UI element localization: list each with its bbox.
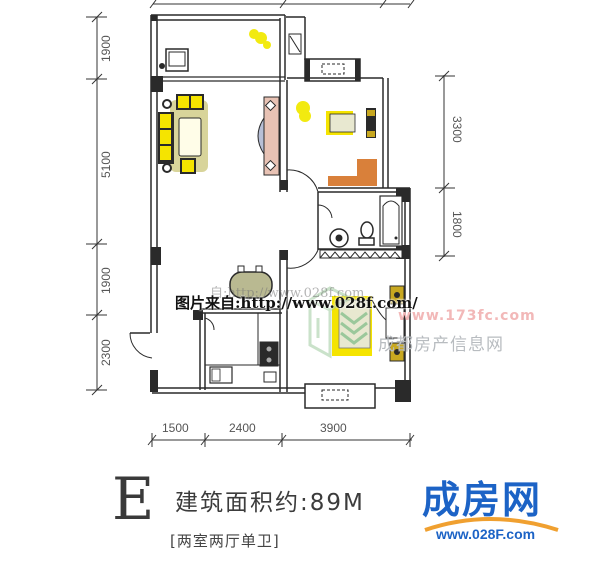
watermark-source-text: 图片来自:http://www.028f.com/ [175, 294, 418, 312]
dim-left-4: 2300 [99, 339, 113, 366]
watermark-site-name: 成都房产信息网 [378, 335, 504, 355]
watermark-site-url: www.173fc.com [398, 308, 536, 324]
dim-left-3: 1900 [99, 267, 113, 294]
dim-bottom-3: 3900 [320, 421, 347, 435]
dim-left-1: 1900 [99, 35, 113, 62]
brand-logo: 成房网 www.028F.com [420, 478, 560, 548]
bedroom-1-furniture [296, 101, 377, 186]
dim-bottom-1: 1500 [162, 421, 189, 435]
dim-right-1: 3300 [450, 116, 464, 143]
kitchen-fixtures [205, 313, 280, 384]
bathroom-fixtures [319, 195, 403, 259]
wall-pillars [150, 15, 411, 402]
balcony-fixtures [159, 29, 345, 75]
building-area-label: 建筑面积约:89M [175, 490, 365, 516]
dim-left-2: 5100 [99, 151, 113, 178]
unit-type-letter: E [112, 465, 155, 533]
living-room-sofa-set [158, 94, 208, 174]
dim-bottom-2: 2400 [229, 421, 256, 435]
tv-cabinet [257, 96, 280, 176]
dimension-lines [86, 0, 455, 447]
doors [129, 169, 333, 359]
logo-name: 成房网 [422, 478, 543, 522]
dining-table [229, 265, 273, 299]
bedroom-2-furniture [321, 285, 405, 401]
room-layout-label: [两室两厅单卫] [170, 532, 280, 550]
dim-right-2: 1800 [450, 211, 464, 238]
logo-arc-icon [424, 517, 559, 532]
logo-url: www.028F.com [436, 526, 536, 542]
watermark-ghost-text: 自:http://www.028f.com [210, 286, 365, 301]
watermark-logo-shape [306, 286, 354, 359]
